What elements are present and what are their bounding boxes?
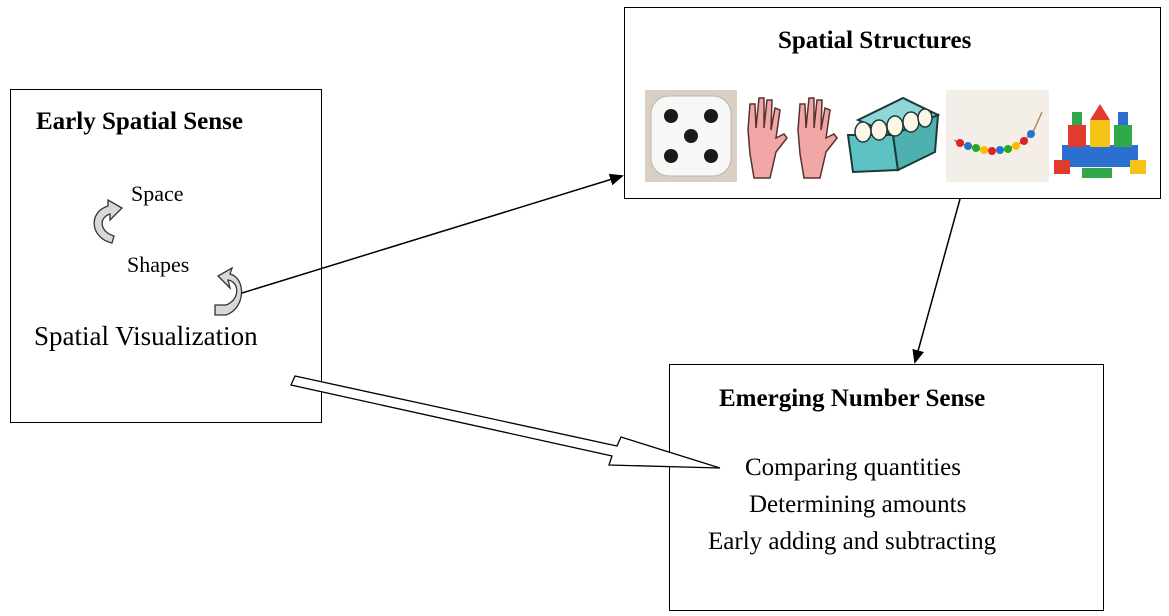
early-to-number-hollow-arrow	[290, 375, 721, 469]
space-shapes-cycle-arrow	[93, 198, 124, 244]
structures-to-number-arrow	[912, 198, 961, 364]
spatial-visualization-label: Spatial Visualization	[34, 321, 258, 351]
determining-amounts-label: Determining amounts	[749, 491, 967, 518]
early-spatial-sense-title: Early Spatial Sense	[36, 108, 243, 135]
emerging-number-sense-title: Emerging Number Sense	[719, 385, 986, 412]
emerging-number-sense-box	[669, 364, 1104, 611]
shapes-label: Shapes	[127, 252, 190, 277]
egg-carton-image	[846, 96, 941, 174]
comparing-quantities-label: Comparing quantities	[745, 454, 961, 481]
bead-string-image	[946, 90, 1049, 182]
building-blocks-image	[1054, 104, 1146, 178]
early-spatial-sense-box	[10, 89, 322, 423]
space-label: Space	[131, 181, 184, 206]
early-to-structures-arrow	[241, 173, 624, 294]
shapes-visualization-cycle-arrow	[214, 266, 243, 316]
dice-image	[645, 90, 737, 182]
spatial-structures-title: Spatial Structures	[778, 27, 972, 54]
early-adding-subtracting-label: Early adding and subtracting	[708, 528, 997, 555]
hands-image	[747, 97, 838, 179]
